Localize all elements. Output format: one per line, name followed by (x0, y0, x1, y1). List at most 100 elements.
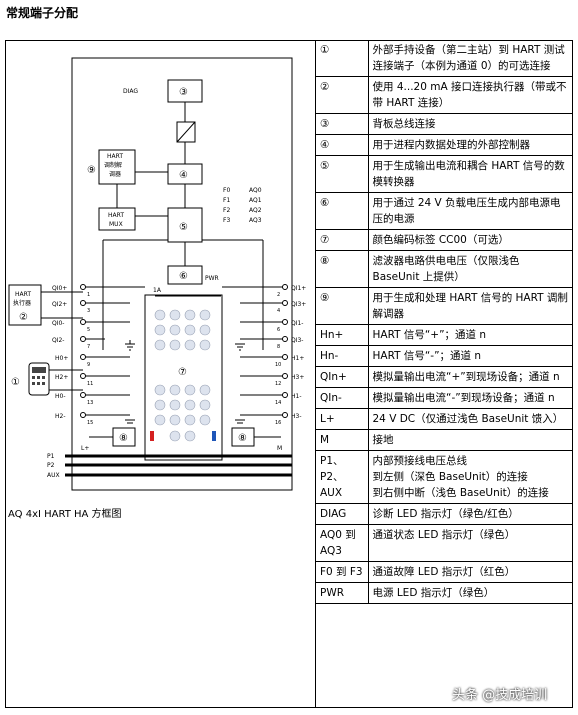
num-5: ⑤ (179, 222, 188, 233)
legend-value: 用于生成和处理 HART 信号的 HART 调制解调器 (368, 287, 573, 325)
pin-7: 7 (87, 344, 90, 350)
legend-key: Hn+ (316, 324, 369, 346)
term-qi3p: QI3+ (291, 301, 306, 308)
watermark: 头条 @技成培训 (452, 688, 548, 703)
legend-value: 通道故障 LED 指示灯（红色） (368, 561, 573, 583)
num-6: ⑥ (179, 271, 188, 282)
bus-p1: P1 (47, 453, 55, 460)
pin-9: 9 (87, 362, 90, 368)
legend-value: 颜色编码标签 CC00（可选） (368, 229, 573, 251)
legend-row: Hn-HART 信号“-”；通道 n (316, 345, 573, 367)
legend-row: QIn-模拟量输出电流“-”到现场设备；通道 n (316, 387, 573, 409)
pin-12: 12 (275, 381, 281, 387)
term-qi3m: QI3- (291, 337, 303, 344)
legend-value: 通道状态 LED 指示灯（绿色） (368, 524, 573, 562)
hart-modem-label-3: 调器 (109, 170, 121, 178)
legend-value: 用于生成输出电流和耦合 HART 信号的数模转换器 (368, 155, 573, 193)
pin-8: 8 (277, 344, 280, 350)
aq3-label: AQ3 (249, 217, 262, 224)
aq0-label: AQ0 (249, 187, 262, 194)
legend-value: 24 V DC（仅通过浅色 BaseUnit 馈入） (368, 408, 573, 430)
term-m: M (277, 445, 282, 452)
diagram-panel (5, 40, 316, 708)
legend-value: 诊断 LED 指示灯（绿色/红色） (368, 503, 573, 525)
f0-label: F0 (223, 187, 230, 194)
pin-11: 11 (87, 381, 93, 387)
term-h2p: H2+ (55, 374, 68, 381)
pin-15: 15 (87, 420, 93, 426)
diagram-caption: AQ 4xI HART HA 方框图 (8, 509, 122, 520)
num-4: ④ (179, 170, 188, 181)
term-qi0p: QI0+ (52, 285, 67, 292)
legend-key: ② (316, 76, 369, 114)
term-h0m: H0- (55, 393, 66, 400)
block-diagram: ③ ④ ⑨ ⑤ ⑥ ⑦ ⑧ ⑧ ② ① DIAG HART 调制解 调器 HAR… (8, 57, 306, 491)
num-9: ⑨ (87, 165, 96, 176)
pin-2: 2 (277, 292, 280, 298)
legend-key: ① (316, 40, 369, 77)
term-qi1p: QI1+ (291, 285, 306, 292)
num-3: ③ (179, 87, 188, 98)
term-h2m: H2- (55, 413, 66, 420)
num-7: ⑦ (178, 367, 187, 378)
num-2: ② (19, 312, 28, 323)
aq2-label: AQ2 (249, 207, 262, 214)
term-qi1m: QI1- (291, 320, 303, 327)
legend-key: QIn- (316, 387, 369, 409)
legend-key: QIn+ (316, 366, 369, 388)
legend-key: M (316, 429, 369, 451)
term-h0p: H0+ (55, 355, 68, 362)
num-1: ① (11, 377, 20, 388)
num-8-right: ⑧ (238, 433, 247, 444)
page-title: 常规端子分配 (6, 6, 79, 20)
legend-value: 模拟量输出电流“+”到现场设备；通道 n (368, 366, 573, 388)
term-h3p: H3+ (291, 374, 304, 381)
bus-aux: AUX (47, 472, 60, 479)
legend-key: AQ0 到 AQ3 (316, 524, 369, 562)
pin-14: 14 (275, 400, 281, 406)
term-h3m: H3- (291, 413, 302, 420)
legend-row: Hn+HART 信号“+”；通道 n (316, 324, 573, 346)
legend-key: ⑧ (316, 250, 369, 288)
legend-value: 外部手持设备（第二主站）到 HART 测试连接端子（本例为通道 0）的可选连接 (368, 40, 573, 77)
hart-mux-label-2: MUX (109, 221, 123, 228)
legend-key: ⑨ (316, 287, 369, 325)
term-h1p: H1+ (291, 355, 304, 362)
term-qi2m: QI2- (52, 337, 64, 344)
pin-10: 10 (275, 362, 281, 368)
pin-5: 5 (87, 327, 90, 333)
legend-value: HART 信号“+”；通道 n (368, 324, 573, 346)
diag-label: DIAG (123, 88, 138, 95)
legend-key: DIAG (316, 503, 369, 525)
aq1-label: AQ1 (249, 197, 262, 204)
hart-modem-label-2: 调制解 (104, 161, 122, 169)
term-qi0m: QI0- (52, 320, 64, 327)
legend-key: ⑤ (316, 155, 369, 193)
pin-6: 6 (277, 327, 280, 333)
term-qi2p: QI2+ (52, 301, 67, 308)
legend-key: F0 到 F3 (316, 561, 369, 583)
pin-4: 4 (277, 308, 280, 314)
legend-key: ④ (316, 134, 369, 156)
legend-key: P1、P2、AUX (316, 450, 369, 504)
f2-label: F2 (223, 207, 230, 214)
legend-row: L+24 V DC（仅通过浅色 BaseUnit 馈入） (316, 408, 573, 430)
legend-key: Hn- (316, 345, 369, 367)
legend-value: 内部预接线电压总线 到左侧（深色 BaseUnit）的连接 到右侧中断（浅色 B… (368, 450, 573, 504)
legend-key: ⑦ (316, 229, 369, 251)
num-8-left: ⑧ (119, 433, 128, 444)
